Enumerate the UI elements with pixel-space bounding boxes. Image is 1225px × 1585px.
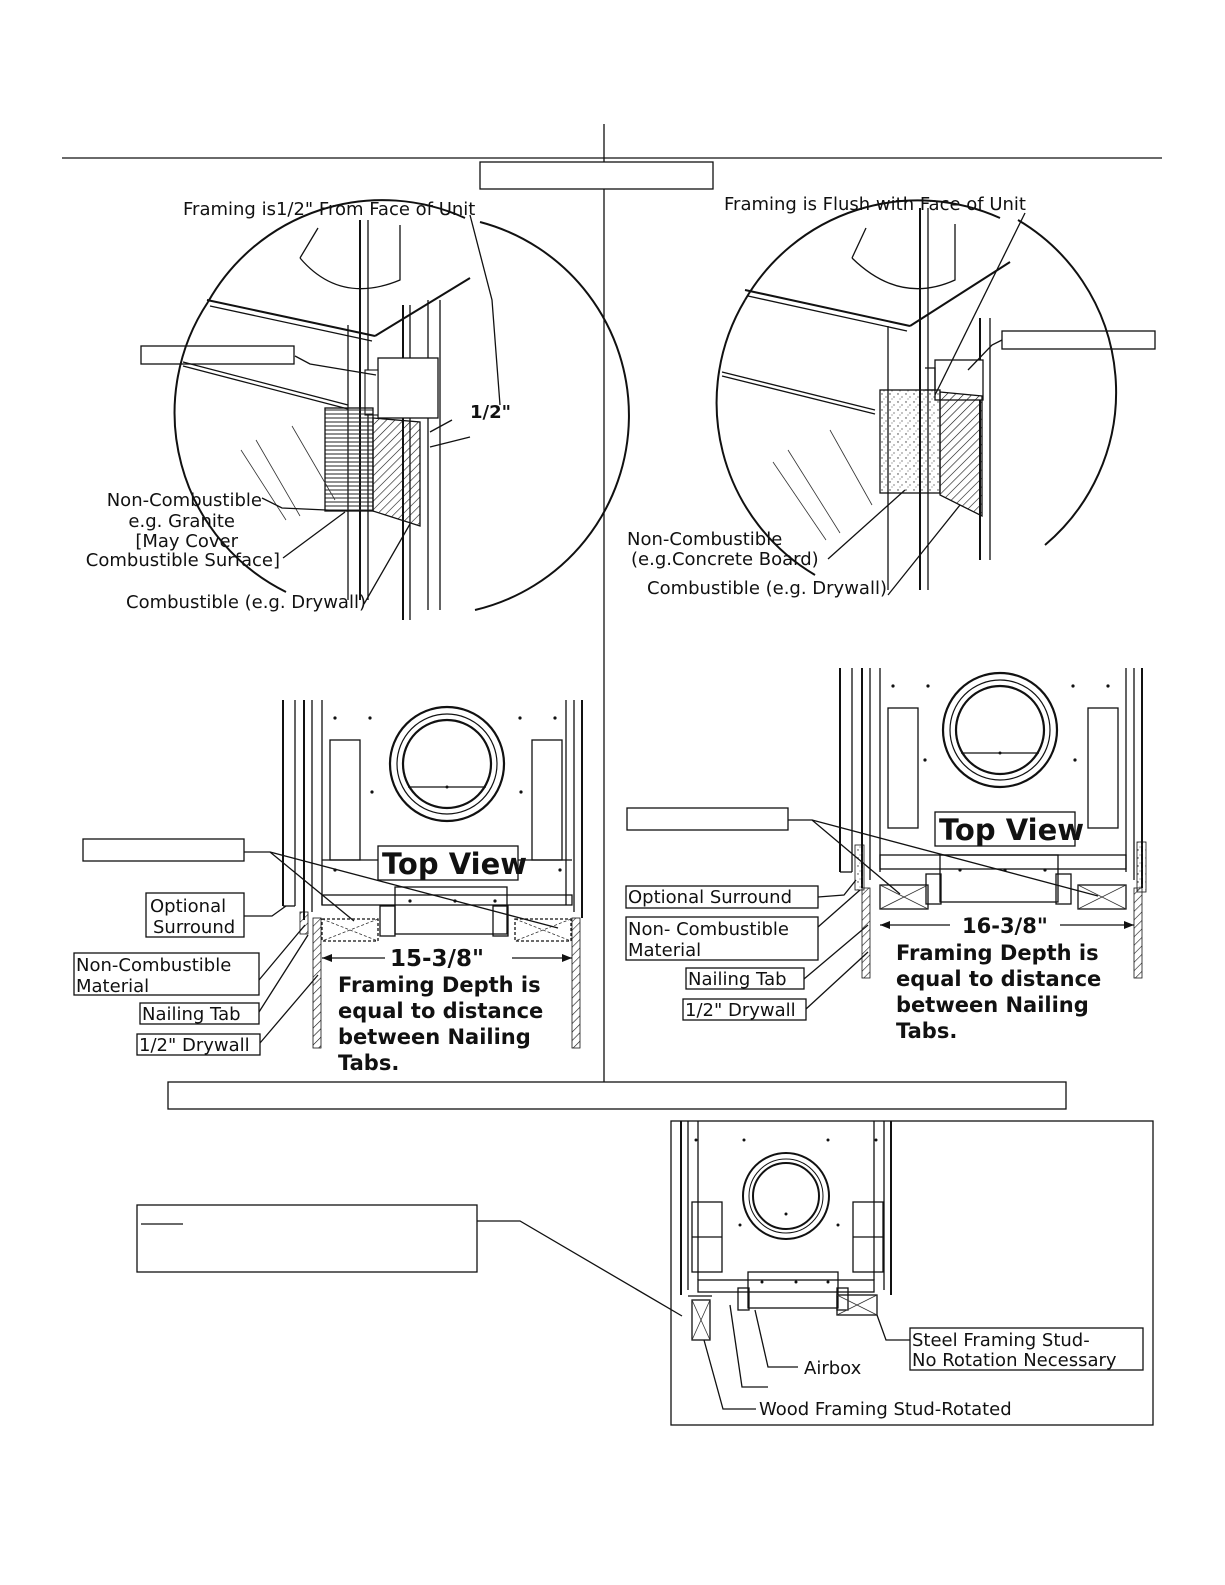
steel-stud-label-2: No Rotation Necessary <box>912 1350 1117 1371</box>
lower-left-depth-1: Framing Depth is <box>338 973 541 997</box>
lower-left-top-view <box>244 700 583 1049</box>
lower-left-depth-3: between Nailing <box>338 1025 531 1049</box>
lower-left-depth-4: Tabs. <box>338 1051 399 1075</box>
note-leader <box>477 1220 683 1317</box>
steel-stud-label-1: Steel Framing Stud- <box>912 1330 1090 1351</box>
lower-right-depth-2: equal to distance <box>896 967 1101 991</box>
callout-box-lower-left <box>82 838 245 862</box>
note-box <box>136 1204 478 1273</box>
lower-right-drywall: 1/2" Drywall <box>685 1000 796 1021</box>
lower-right-top-view-title: Top View <box>939 813 1084 847</box>
concrete-board-slab <box>879 389 941 494</box>
lower-left-surround-1: Optional <box>150 896 226 917</box>
lower-right-surround: Optional Surround <box>628 887 792 908</box>
upper-right-combustible: Combustible (e.g. Drywall) <box>647 578 887 599</box>
lower-right-nailing-tab: Nailing Tab <box>688 969 787 990</box>
callout-box-upper-right <box>1001 330 1156 350</box>
lower-right-depth-3: between Nailing <box>896 993 1089 1017</box>
upper-left-noncomb-3: [May Cover <box>135 531 238 552</box>
lower-left-surround-2: Surround <box>153 917 235 938</box>
drywall-slab <box>372 417 421 527</box>
upper-left-framing-note: Framing is1/2" From Face of Unit <box>183 199 475 220</box>
lower-right-top-view <box>788 668 1147 1010</box>
lower-right-depth-1: Framing Depth is <box>896 941 1099 965</box>
upper-left-noncomb-2: e.g. Granite <box>128 511 235 532</box>
granite-slab <box>324 407 374 512</box>
lower-caption-box <box>167 1081 1067 1110</box>
upper-caption-box <box>479 161 714 190</box>
upper-left-noncomb-1: Non-Combustible <box>107 490 262 511</box>
lower-left-top-view-title: Top View <box>382 847 527 881</box>
lower-left-noncomb-2: Material <box>76 976 149 997</box>
lower-left-drywall: 1/2" Drywall <box>139 1035 250 1056</box>
upper-left-combustible: Combustible (e.g. Drywall) <box>126 592 366 613</box>
upper-left-dimension: 1/2" <box>470 402 511 423</box>
lower-left-dimension: 15-3/8" <box>390 946 484 972</box>
wood-stud-label: Wood Framing Stud-Rotated <box>759 1399 1012 1420</box>
lower-right-depth-4: Tabs. <box>896 1019 957 1043</box>
lower-left-depth-2: equal to distance <box>338 999 543 1023</box>
lower-right-noncomb-2: Material <box>628 940 701 961</box>
upper-left-detail <box>173 199 630 620</box>
airbox-label: Airbox <box>804 1358 862 1379</box>
lower-right-dimension: 16-3/8" <box>962 914 1048 938</box>
lower-right-noncomb-1: Non- Combustible <box>628 919 789 940</box>
upper-right-framing-note: Framing is Flush with Face of Unit <box>724 194 1026 215</box>
upper-left-noncomb-4: Combustible Surface] <box>86 550 280 571</box>
callout-box-upper-left <box>140 345 295 365</box>
stud-detail-panel <box>670 1120 1154 1426</box>
upper-right-noncomb-1: Non-Combustible <box>627 529 782 550</box>
callout-box-lower-right <box>626 807 789 831</box>
lower-left-noncomb-1: Non-Combustible <box>76 955 231 976</box>
lower-left-nailing-tab: Nailing Tab <box>142 1004 241 1025</box>
upper-right-detail <box>715 199 1118 596</box>
upper-right-noncomb-2: (e.g.Concrete Board) <box>631 549 819 570</box>
drywall-slab-right <box>939 391 983 518</box>
